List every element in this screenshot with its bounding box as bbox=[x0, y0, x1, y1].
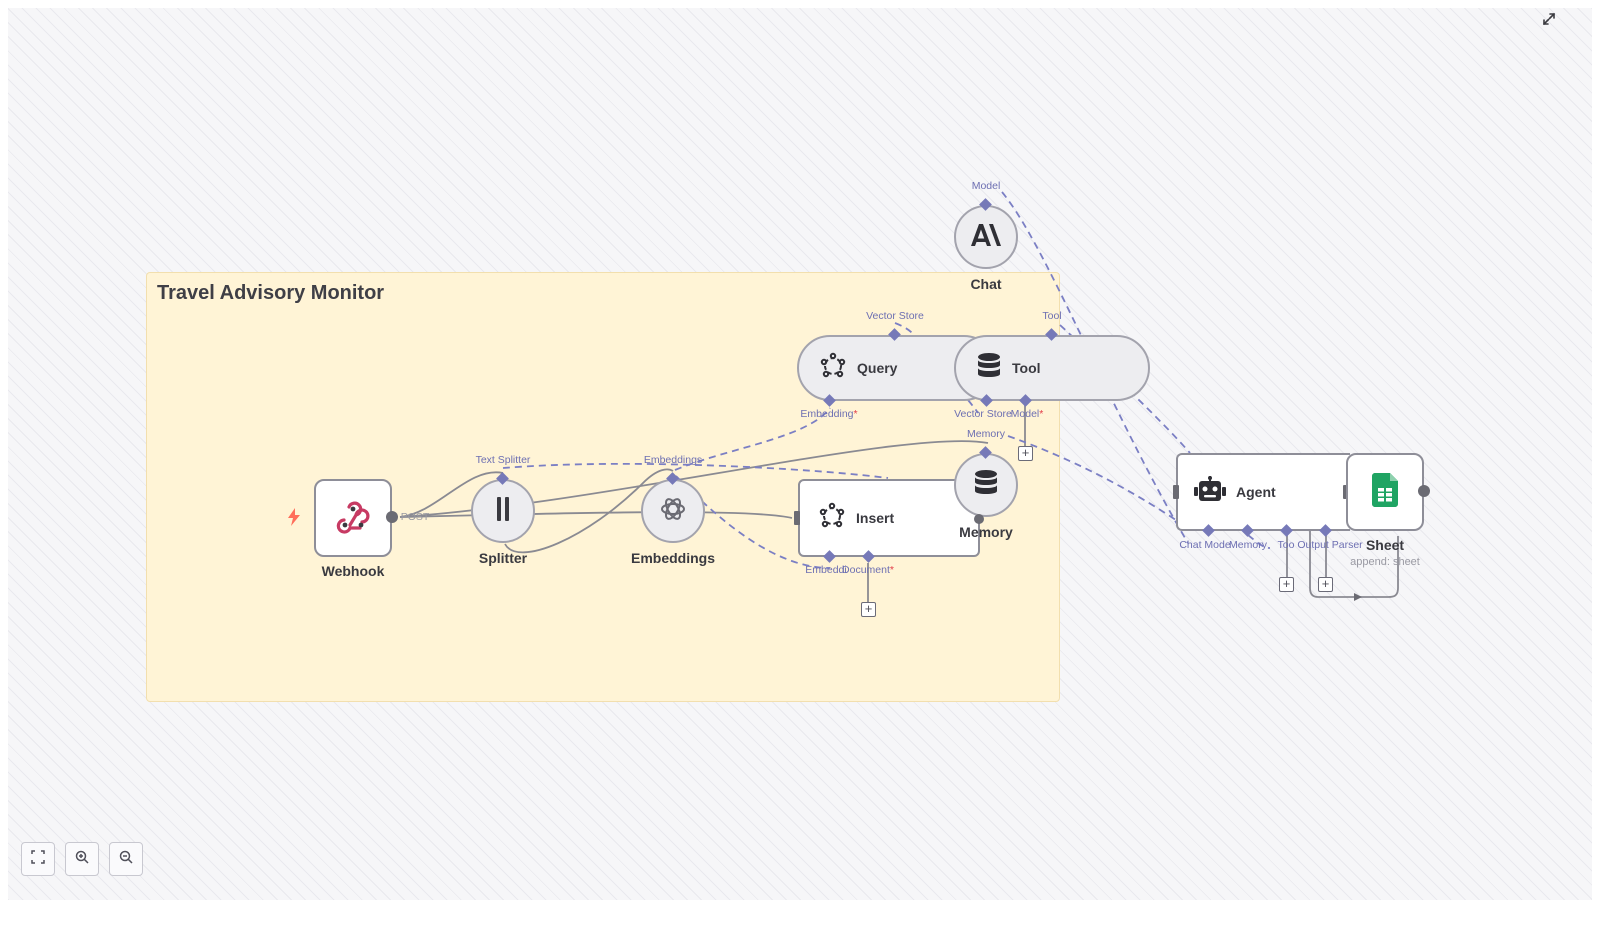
agent-output-parser-port-label: Output Parser bbox=[1297, 539, 1363, 551]
webhook-node[interactable] bbox=[314, 479, 392, 557]
agent-input-handle[interactable] bbox=[1173, 485, 1179, 499]
insert-input-handle[interactable] bbox=[794, 511, 800, 525]
sticky-note-title: Travel Advisory Monitor bbox=[157, 282, 385, 304]
insert-embedding-port-label: Embeddi bbox=[805, 564, 847, 576]
query-port-top-label: Vector Store bbox=[866, 310, 924, 322]
webhook-icon bbox=[335, 498, 371, 539]
database-icon bbox=[973, 469, 999, 502]
agent-memory-port-label: Memory bbox=[1229, 539, 1267, 551]
chat-port-top-label: Model bbox=[971, 180, 1001, 192]
edge-splitter-embeddings bbox=[504, 468, 674, 554]
edge-query-tool-vs bbox=[967, 399, 979, 414]
anthropic-icon bbox=[971, 223, 1001, 251]
webhook-output-label: POST bbox=[400, 511, 430, 523]
text-splitter-icon bbox=[493, 495, 513, 528]
vector-store-icon bbox=[818, 502, 846, 535]
splitter-node[interactable] bbox=[471, 479, 535, 543]
workflow-canvas[interactable]: Travel Advisory Monitor bbox=[8, 8, 1592, 900]
embeddings-label: Embeddings bbox=[630, 550, 716, 566]
agent-tool-port-label: Too bbox=[1277, 539, 1295, 551]
sheet-label: Sheet bbox=[1365, 537, 1405, 553]
edge-tool-agent bbox=[1059, 324, 1191, 454]
insert-label: Insert bbox=[856, 510, 895, 526]
splitter-label: Splitter bbox=[478, 550, 528, 566]
query-label: Query bbox=[857, 360, 898, 376]
google-sheets-icon bbox=[1372, 472, 1398, 512]
openai-icon bbox=[658, 494, 688, 529]
tool-node[interactable]: Tool bbox=[954, 335, 1150, 401]
embeddings-node[interactable] bbox=[641, 479, 705, 543]
robot-icon bbox=[1194, 475, 1226, 509]
embeddings-port-label: Embeddings bbox=[643, 454, 703, 466]
agent-chat-model-port-label: Chat Mode bbox=[1179, 539, 1231, 551]
tool-model-add-button[interactable]: + bbox=[1018, 446, 1033, 461]
splitter-port-label: Text Splitter bbox=[475, 454, 531, 466]
vector-store-icon bbox=[819, 352, 847, 385]
fullscreen-icon[interactable] bbox=[1541, 11, 1557, 27]
agent-node[interactable]: Agent bbox=[1176, 453, 1350, 531]
edge-splitter-insert-document bbox=[502, 462, 889, 479]
edge-sheet-loop bbox=[1309, 528, 1399, 598]
memory-node[interactable] bbox=[954, 453, 1018, 517]
memory-port-top-label: Memory bbox=[967, 428, 1005, 440]
edge-webhook-splitter bbox=[399, 471, 504, 518]
tool-port-top-label: Tool bbox=[1042, 310, 1062, 322]
query-embedding-port-label: Embedding* bbox=[800, 408, 858, 420]
tool-label: Tool bbox=[1012, 360, 1041, 376]
zoom-out-button[interactable] bbox=[109, 842, 143, 876]
insert-document-add-button[interactable]: + bbox=[861, 602, 876, 617]
agent-tool-add-button[interactable]: + bbox=[1279, 577, 1294, 592]
sheet-subtitle: append: sheet bbox=[1350, 556, 1420, 568]
connections-layer bbox=[399, 191, 1399, 603]
insert-node[interactable]: Insert bbox=[798, 479, 980, 557]
tool-model-port-label: Model* bbox=[1010, 408, 1044, 420]
zoom-in-button[interactable] bbox=[65, 842, 99, 876]
zoom-to-fit-button[interactable] bbox=[21, 842, 55, 876]
chat-label: Chat bbox=[970, 276, 1002, 292]
agent-output-parser-add-button[interactable]: + bbox=[1318, 577, 1333, 592]
webhook-output-handle[interactable] bbox=[386, 511, 398, 523]
memory-label: Memory bbox=[959, 524, 1013, 540]
fit-view-icon bbox=[31, 849, 45, 869]
zoom-in-icon bbox=[75, 850, 89, 869]
tool-vector-store-port-label: Vector Store bbox=[954, 408, 1012, 420]
edge-webhook-insert bbox=[399, 511, 793, 519]
chat-node[interactable] bbox=[954, 205, 1018, 269]
sheet-output-handle[interactable] bbox=[1418, 485, 1430, 497]
edge-memory-agent bbox=[1007, 435, 1189, 529]
zoom-out-icon bbox=[119, 850, 133, 869]
sheet-node[interactable] bbox=[1346, 453, 1424, 531]
edge-agent-memory-port bbox=[1247, 534, 1271, 549]
insert-document-port-label: Document* bbox=[842, 564, 894, 576]
trigger-bolt-icon bbox=[287, 508, 301, 531]
insert-output-handle[interactable] bbox=[974, 514, 984, 524]
database-icon bbox=[976, 352, 1002, 385]
webhook-label: Webhook bbox=[321, 563, 385, 579]
agent-label: Agent bbox=[1236, 484, 1276, 500]
